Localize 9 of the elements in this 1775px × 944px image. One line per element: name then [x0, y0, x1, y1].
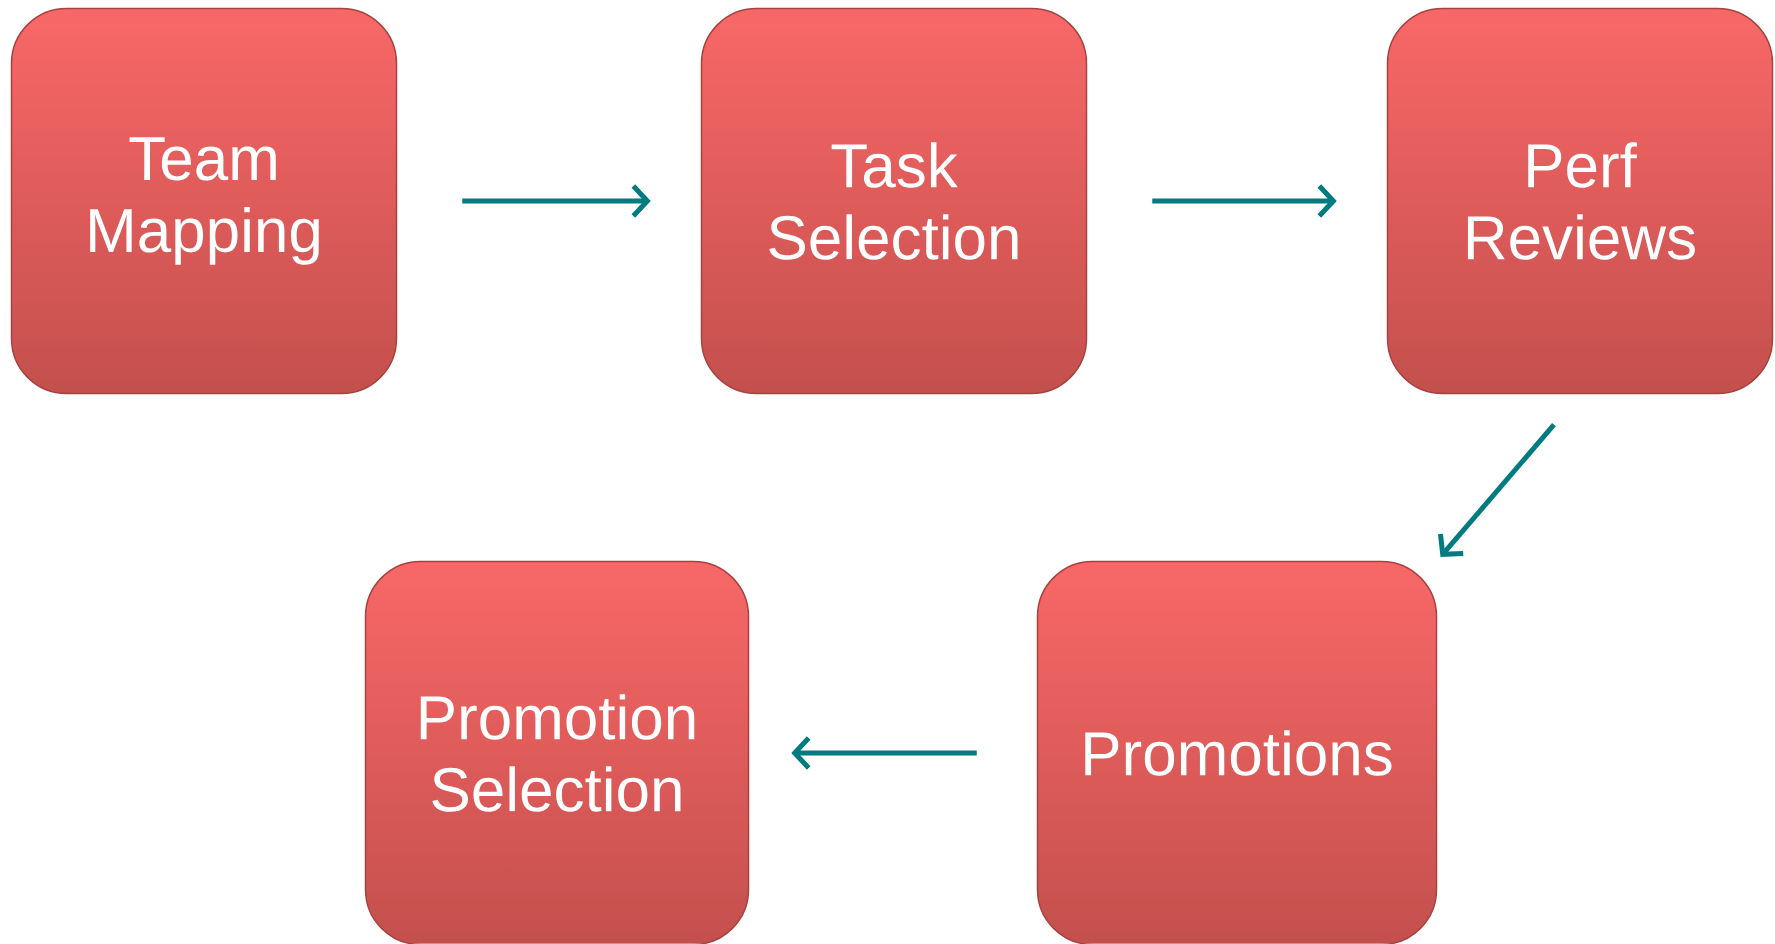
- process-box: Promotions: [1036, 560, 1438, 944]
- arrow: [1152, 184, 1337, 218]
- arrow: [1438, 422, 1556, 557]
- process-box: Perf Reviews: [1386, 7, 1774, 395]
- process-box: Promotion Selection: [364, 560, 750, 944]
- arrow: [462, 184, 651, 218]
- process-box: Task Selection: [700, 7, 1088, 395]
- process-box: Team Mapping: [10, 7, 398, 395]
- arrow: [791, 736, 977, 770]
